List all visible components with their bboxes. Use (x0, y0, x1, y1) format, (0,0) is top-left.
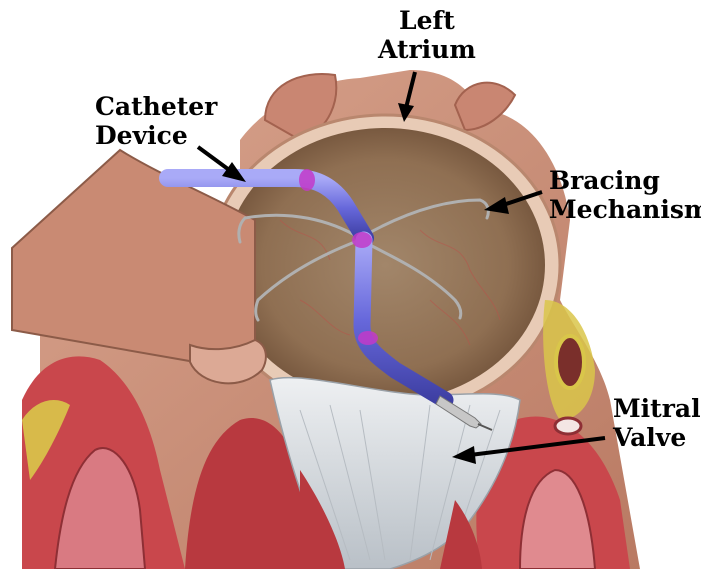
vessel-section-right (556, 336, 584, 388)
catheter-joint-1 (299, 169, 315, 191)
label-left-atrium-line1: Left (378, 6, 476, 35)
label-catheter-device: Catheter Device (95, 92, 217, 150)
label-catheter-line1: Catheter (95, 92, 217, 121)
label-mitral-line2: Valve (613, 423, 701, 452)
vessel-section-lower-right (555, 418, 581, 434)
catheter-joint-3 (358, 331, 378, 345)
label-bracing-line2: Mechanism (549, 195, 701, 224)
catheter-joint-2 (352, 232, 372, 248)
label-mitral-line1: Mitral (613, 394, 701, 423)
label-catheter-line2: Device (95, 121, 217, 150)
label-left-atrium: Left Atrium (378, 6, 476, 64)
label-bracing-mechanism: Bracing Mechanism (549, 166, 701, 224)
label-left-atrium-line2: Atrium (378, 35, 476, 64)
label-bracing-line1: Bracing (549, 166, 701, 195)
label-mitral-valve: Mitral Valve (613, 394, 701, 452)
